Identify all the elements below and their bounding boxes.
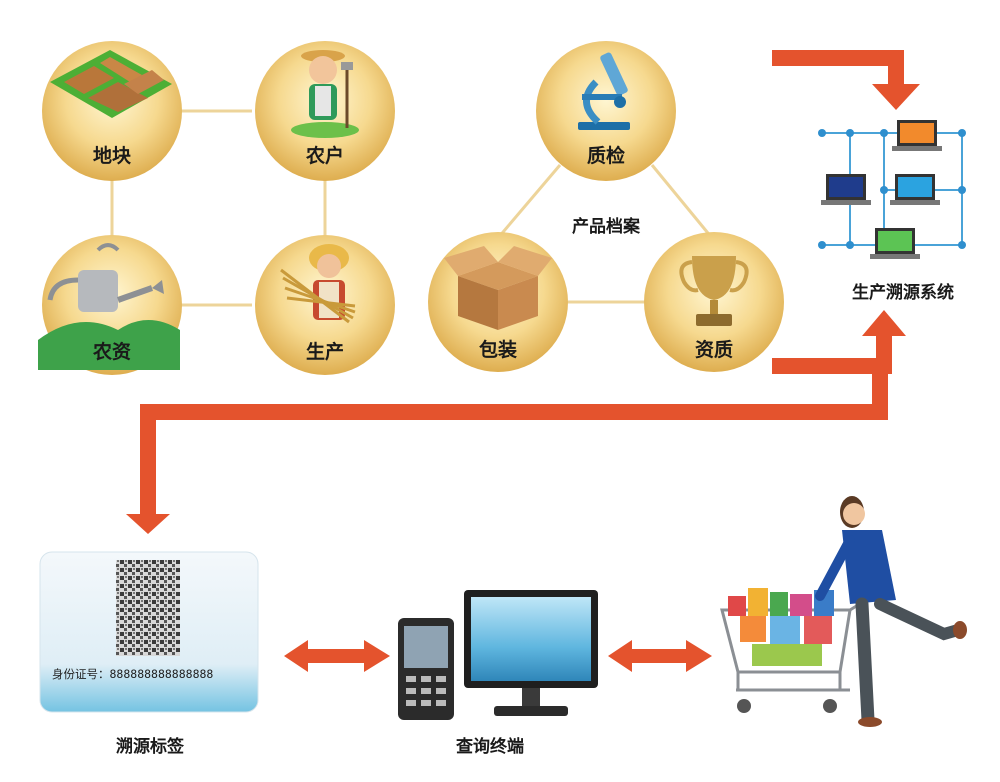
node-packaging: 包装 bbox=[428, 232, 568, 372]
node-inspection: 质检 bbox=[536, 41, 676, 181]
arrow-to-system-head bbox=[872, 84, 920, 110]
double-arrow-terminal-consumer bbox=[608, 640, 712, 672]
trophy-icon bbox=[679, 256, 749, 326]
node-label: 质检 bbox=[587, 144, 625, 167]
monitor-icon bbox=[464, 590, 598, 716]
arrow-from-products-rise bbox=[876, 334, 892, 374]
watering-can-icon bbox=[38, 243, 180, 370]
product-connectors bbox=[496, 164, 714, 304]
harvest-farmer-icon bbox=[280, 244, 356, 324]
farm-connectors bbox=[110, 109, 327, 307]
node-label: 地块 bbox=[93, 144, 132, 167]
node-label: 包装 bbox=[479, 338, 517, 361]
node-qualification: 资质 bbox=[644, 232, 784, 372]
node-label: 农户 bbox=[305, 144, 344, 167]
laptop-green bbox=[870, 228, 920, 259]
node-label: 生产 bbox=[306, 340, 344, 363]
query-terminal bbox=[398, 590, 598, 720]
arrow-to-tag-head bbox=[126, 514, 170, 534]
farmer-icon bbox=[291, 50, 359, 138]
node-label: 农资 bbox=[92, 340, 131, 363]
node-land: 地块 bbox=[42, 41, 182, 181]
traceability-tag: 身份证号：888888888888888 bbox=[39, 551, 259, 713]
laptop-navy bbox=[821, 174, 871, 205]
network-computers-icon bbox=[818, 120, 966, 259]
arrow-to-tag-shaft bbox=[140, 404, 888, 420]
double-arrow-tag-terminal bbox=[284, 640, 390, 672]
product-archive-title: 产品档案 bbox=[572, 216, 641, 237]
flow-arrows bbox=[126, 50, 920, 672]
system-label: 生产溯源系统 bbox=[852, 282, 954, 303]
node-farmer: 农户 bbox=[255, 41, 395, 181]
tag-id-text: 身份证号：888888888888888 bbox=[52, 667, 213, 681]
node-materials: 农资 bbox=[38, 235, 182, 375]
node-production: 生产 bbox=[255, 235, 395, 375]
qr-code-icon bbox=[116, 560, 180, 656]
arrow-from-products-shaft bbox=[772, 358, 892, 374]
shopper-with-cart-icon bbox=[720, 496, 967, 727]
land-plot-icon bbox=[50, 50, 172, 118]
box-icon bbox=[444, 246, 552, 330]
laptop-blue bbox=[890, 174, 940, 205]
arrow-to-system-drop bbox=[888, 50, 904, 84]
arrow-to-system-shaft bbox=[772, 50, 904, 66]
terminal-label: 查询终端 bbox=[455, 736, 524, 757]
tag-label: 溯源标签 bbox=[116, 736, 185, 757]
microscope-icon bbox=[578, 52, 630, 130]
arrow-to-tag-rise bbox=[872, 372, 888, 420]
mobile-phone-icon bbox=[398, 618, 454, 720]
laptop-orange bbox=[892, 120, 942, 151]
node-label: 资质 bbox=[695, 338, 733, 361]
arrow-from-products-head bbox=[862, 310, 906, 336]
arrow-to-tag-drop bbox=[140, 404, 156, 516]
